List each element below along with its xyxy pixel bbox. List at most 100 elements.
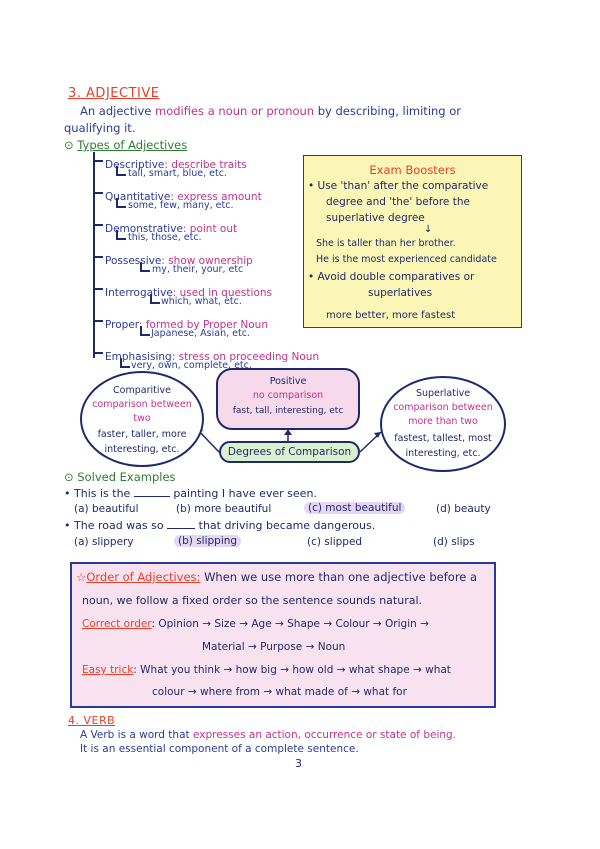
type-example: tall, smart, blue, etc. <box>128 168 227 179</box>
arrow-head <box>374 432 381 438</box>
superlative-desc2: more than two <box>408 416 478 427</box>
q2-option-b[interactable]: (b) slipping <box>174 535 242 547</box>
type-label: Possessive <box>105 255 162 267</box>
order-heading: Order of Adjectives: <box>86 570 201 584</box>
type-label: Proper <box>105 319 139 331</box>
tree-branch <box>93 224 103 226</box>
q1-option-b[interactable]: (b) more beautiful <box>176 503 272 515</box>
tree-sub <box>150 302 160 304</box>
target-icon: ⊙ <box>64 138 74 152</box>
type-def: : formed by Proper Noun <box>138 319 268 331</box>
tree-sub <box>140 262 142 270</box>
exam-bullet2-line2: superlatives <box>368 287 433 299</box>
verb-def-line2: It is an essential component of a comple… <box>80 743 359 755</box>
correct-order-seq1: : Opinion → Size → Age → Shape → Colour … <box>151 618 429 630</box>
type-label: Interrogative <box>105 287 173 299</box>
exam-bullet2-line1: • Avoid double comparatives or <box>308 271 475 283</box>
superlative-title: Superlative <box>415 388 471 399</box>
def-part-c: by describing, limiting or <box>317 104 462 118</box>
type-item-possessive: Possessive: show ownership <box>105 249 253 268</box>
tree-branch <box>93 160 103 162</box>
tree-trunk <box>93 152 95 358</box>
adjective-definition-line2: qualifying it. <box>64 121 136 135</box>
correct-order-line2: Material → Purpose → Noun <box>202 641 346 653</box>
order-intro-a: When we use more than one adjective befo… <box>204 570 478 584</box>
tree-branch <box>93 256 103 258</box>
exam-boosters-box: Exam Boosters • Use 'than' after the com… <box>303 155 522 328</box>
order-intro-line2: noun, we follow a fixed order so the sen… <box>82 594 423 607</box>
type-def: : show ownership <box>161 255 253 267</box>
tree-sub <box>140 326 142 334</box>
page-number: 3 <box>295 757 302 770</box>
type-item-descriptive: Descriptive: describe traits <box>105 153 247 172</box>
q2-option-d[interactable]: (d) slips <box>433 536 475 548</box>
target-icon: ⊙ <box>64 470 74 484</box>
types-heading: ⊙ Types of Adjectives <box>64 138 187 152</box>
easy-trick-line2: colour → where from → what made of → wha… <box>152 686 407 698</box>
q1-part-b: painting I have ever seen. <box>173 487 317 500</box>
exam-bullet1-line2: degree and 'the' before the <box>326 196 470 208</box>
arrow-down-icon: ↓ <box>424 224 433 235</box>
def-part-a: An adjective <box>80 104 152 118</box>
type-example: Japanese, Asian, etc. <box>151 328 250 339</box>
blank-line <box>167 528 196 529</box>
tree-sub <box>140 334 150 336</box>
tree-sub <box>116 230 118 238</box>
type-example: which, what, etc. <box>161 296 242 307</box>
type-example: very, own, complete, etc. <box>131 360 252 371</box>
comparative-desc2: two <box>133 413 151 424</box>
tree-sub <box>116 166 118 174</box>
verb-title: 4. VERB <box>68 714 116 727</box>
exam-example2: He is the most experienced candidate <box>316 254 497 265</box>
type-item-demonstrative: Demonstrative: point out <box>105 217 237 236</box>
type-item-quantitative: Quantitative: express amount <box>105 185 262 204</box>
degrees-of-comparison-box: Degrees of Comparison <box>219 441 360 463</box>
verb-def-line1: A Verb is a word that expresses an actio… <box>80 729 456 741</box>
type-def: : stress on proceeding Noun <box>171 351 320 363</box>
comparative-ex1: faster, taller, more <box>97 429 187 440</box>
superlative-desc1: comparison between <box>393 402 493 413</box>
q1-option-c[interactable]: (c) most beautiful <box>304 502 406 514</box>
tree-branch <box>93 320 103 322</box>
tree-sub <box>116 198 118 206</box>
degrees-label: Degrees of Comparison <box>227 446 352 458</box>
adjective-title: 3. ADJECTIVE <box>68 86 160 101</box>
tree-branch <box>93 192 103 194</box>
type-label: Demonstrative <box>105 223 183 235</box>
order-intro-line1: ☆Order of Adjectives: When we use more t… <box>76 570 477 584</box>
correct-order-label: Correct order <box>82 618 152 630</box>
solved-heading: ⊙ Solved Examples <box>64 470 176 484</box>
q2-part-a: The road was so <box>74 519 164 532</box>
positive-box: Positive no comparison fast, tall, inter… <box>216 368 360 430</box>
verb-def-a: A Verb is a word that <box>80 729 190 741</box>
type-label: Emphasising <box>105 351 172 363</box>
comparative-ex2: interesting, etc. <box>104 444 180 455</box>
superlative-ex1: fastest, tallest, most <box>394 433 492 444</box>
type-item-interrogative: Interrogative: used in questions <box>105 281 272 300</box>
q1-option-d[interactable]: (d) beauty <box>436 503 491 515</box>
exam-bullet1-line1: • Use 'than' after the comparative <box>308 180 489 192</box>
def-part-b: modifies a noun or pronoun <box>155 104 315 118</box>
q1-option-a[interactable]: (a) beautiful <box>74 503 139 515</box>
exam-example3: more better, more fastest <box>326 310 456 321</box>
comparative-title: Comparitive <box>113 385 171 396</box>
tree-branch <box>93 288 103 290</box>
q2-option-a[interactable]: (a) slippery <box>74 536 134 548</box>
tree-sub <box>140 270 150 272</box>
arrow-head <box>284 429 292 435</box>
text: Use 'than' after the comparative <box>317 180 489 192</box>
type-def: : describe traits <box>164 159 247 171</box>
type-label: Quantitative <box>105 191 171 203</box>
tree-sub <box>116 206 126 208</box>
type-def: : express amount <box>170 191 262 203</box>
question-2: • The road was so that driving became da… <box>64 519 376 532</box>
adjective-definition-line1: An adjective modifies a noun or pronoun … <box>80 104 461 118</box>
question-1: • This is the painting I have ever seen. <box>64 487 317 500</box>
tree-sub <box>120 366 130 368</box>
q2-option-c[interactable]: (c) slipped <box>307 536 363 548</box>
verb-def-b: expresses an action, occurrence or state… <box>192 729 457 741</box>
tree-sub <box>116 174 126 176</box>
solved-heading-text: Solved Examples <box>77 470 176 484</box>
type-def: : used in questions <box>172 287 272 299</box>
positive-desc: no comparison <box>252 390 324 401</box>
